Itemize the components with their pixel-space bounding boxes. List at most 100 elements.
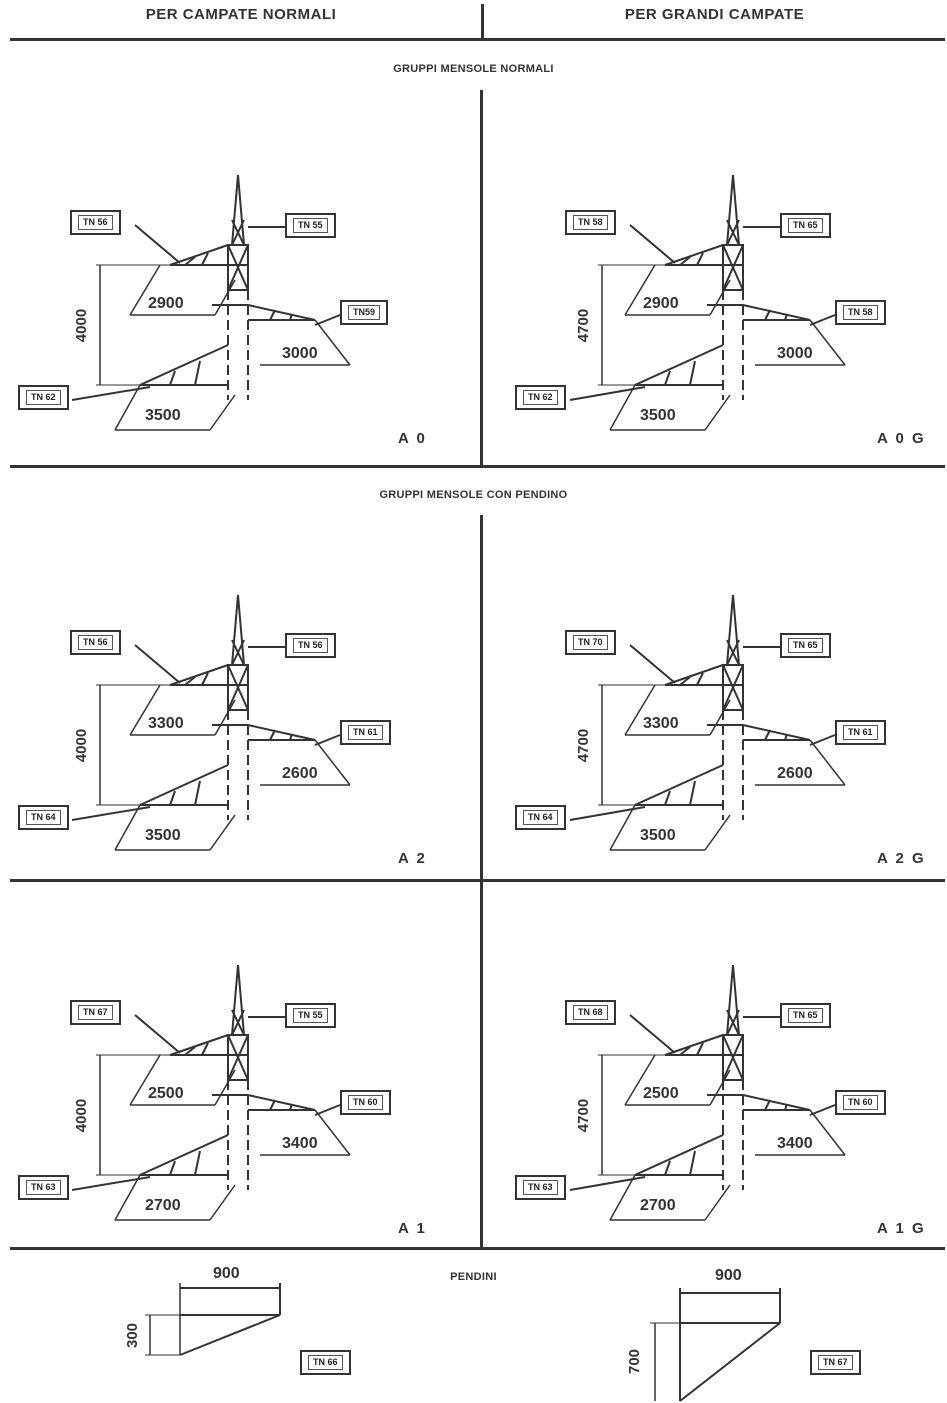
tag-mid-right: TN 60: [835, 1090, 886, 1115]
tag-lower-left: TN 64: [515, 805, 566, 830]
dim-mid-arm: 3400: [282, 1135, 318, 1152]
tag-upper-right: TN 56: [285, 633, 336, 658]
tag-upper-right: TN 55: [285, 213, 336, 238]
dim-upper-arm: 2900: [148, 295, 184, 312]
dim-mid-arm: 2600: [777, 765, 813, 782]
pendino-right-tag: TN 67: [810, 1350, 861, 1375]
pendino-left-drawing: [145, 1283, 281, 1356]
tower-drawing: [71, 594, 351, 851]
tag-upper-right-label: TN 56: [293, 638, 328, 653]
tag-mid-right-label: TN59: [348, 305, 381, 320]
tag-upper-right: TN 65: [780, 213, 831, 238]
tag-lower-left: TN 62: [18, 385, 69, 410]
tag-upper-left: TN 56: [70, 210, 121, 235]
tag-lower-left: TN 63: [515, 1175, 566, 1200]
group-code: A 2: [398, 850, 427, 867]
dim-height: 4000: [73, 308, 91, 343]
pendino-right-height: 700: [626, 1348, 644, 1375]
tag-upper-left: TN 70: [565, 630, 616, 655]
tower-panel: TN 68 TN 65 TN 60 TN 63 4700 2500 3400 2…: [480, 885, 947, 1250]
tag-lower-left: TN 63: [18, 1175, 69, 1200]
section-pendini-title: PENDINI: [450, 1271, 497, 1283]
tag-upper-right-label: TN 65: [788, 218, 823, 233]
dim-height: 4000: [73, 728, 91, 763]
tag-lower-left: TN 64: [18, 805, 69, 830]
dim-lower-arm: 2700: [145, 1197, 181, 1214]
tag-upper-right-label: TN 55: [293, 1008, 328, 1023]
tag-upper-right: TN 55: [285, 1003, 336, 1028]
header-right: PER GRANDI CAMPATE: [624, 6, 805, 23]
tower-drawing: [71, 174, 351, 431]
group-code: A 1 G: [877, 1220, 926, 1237]
dim-upper-arm: 2500: [148, 1085, 184, 1102]
tag-mid-right-label: TN 58: [843, 305, 878, 320]
tag-upper-right-label: TN 65: [788, 1008, 823, 1023]
tag-mid-right: TN 58: [835, 300, 886, 325]
dim-mid-arm: 3400: [777, 1135, 813, 1152]
header-divider: [481, 4, 484, 40]
pendino-right-width: 900: [715, 1267, 742, 1284]
tower-panel: TN 70 TN 65 TN 61 TN 64 4700 3300 2600 3…: [480, 515, 947, 880]
tag-mid-right-label: TN 60: [843, 1095, 878, 1110]
tag-mid-right: TN 61: [835, 720, 886, 745]
header-left: PER CAMPATE NORMALI: [145, 6, 337, 23]
tag-lower-left-label: TN 64: [26, 810, 61, 825]
tag-lower-left-label: TN 63: [523, 1180, 558, 1195]
dim-lower-arm: 3500: [640, 407, 676, 424]
pendino-left-tag-label: TN 66: [308, 1355, 343, 1370]
tag-lower-left-label: TN 63: [26, 1180, 61, 1195]
tag-upper-left-label: TN 70: [573, 635, 608, 650]
dim-height: 4000: [73, 1098, 91, 1133]
dim-upper-arm: 2900: [643, 295, 679, 312]
tag-upper-left-label: TN 68: [573, 1005, 608, 1020]
group-code: A 2 G: [877, 850, 926, 867]
tower-drawing: [569, 594, 846, 851]
rule-row2: [10, 879, 945, 882]
tag-lower-left-label: TN 62: [26, 390, 61, 405]
tower-panel: TN 67 TN 55 TN 60 TN 63 4000 2500 3400 2…: [0, 885, 478, 1250]
dim-mid-arm: 2600: [282, 765, 318, 782]
tag-upper-left: TN 58: [565, 210, 616, 235]
section-pendino-title: GRUPPI MENSOLE CON PENDINO: [379, 489, 568, 501]
tower-drawing: [71, 964, 351, 1221]
tag-upper-left: TN 68: [565, 1000, 616, 1025]
dim-height: 4700: [575, 1098, 593, 1133]
tag-mid-right-label: TN 60: [348, 1095, 383, 1110]
top-rule: [10, 38, 945, 41]
tag-upper-left: TN 67: [70, 1000, 121, 1025]
dim-height: 4700: [575, 728, 593, 763]
tower-drawing: [569, 174, 846, 431]
tag-upper-left-label: TN 58: [573, 215, 608, 230]
tag-mid-right-label: TN 61: [843, 725, 878, 740]
tag-upper-right: TN 65: [780, 1003, 831, 1028]
tower-panel: TN 58 TN 65 TN 58 TN 62 4700 2900 3000 3…: [480, 95, 947, 460]
tag-mid-right: TN 61: [340, 720, 391, 745]
tag-upper-left: TN 56: [70, 630, 121, 655]
pendino-right-drawing: [650, 1288, 781, 1402]
section-normal-title: GRUPPI MENSOLE NORMALI: [393, 63, 554, 75]
pendino-left-height: 300: [124, 1322, 142, 1349]
tower-panel: TN 56 TN 56 TN 61 TN 64 4000 3300 2600 3…: [0, 515, 478, 880]
dim-mid-arm: 3000: [777, 345, 813, 362]
tag-upper-left-label: TN 56: [78, 215, 113, 230]
tag-mid-right-label: TN 61: [348, 725, 383, 740]
rule-row1: [10, 465, 945, 468]
tag-lower-left-label: TN 62: [523, 390, 558, 405]
tag-upper-left-label: TN 56: [78, 635, 113, 650]
dim-mid-arm: 3000: [282, 345, 318, 362]
rule-row3: [10, 1247, 945, 1250]
dim-lower-arm: 2700: [640, 1197, 676, 1214]
group-code: A 1: [398, 1220, 427, 1237]
tower-panel: TN 56 TN 55 TN59 TN 62 4000 2900 3000 35…: [0, 95, 478, 460]
tag-lower-left-label: TN 64: [523, 810, 558, 825]
pendino-right-tag-label: TN 67: [818, 1355, 853, 1370]
group-code: A 0 G: [877, 430, 926, 447]
dim-lower-arm: 3500: [145, 407, 181, 424]
pendino-left-width: 900: [213, 1265, 240, 1282]
pendino-left: 900 300 TN 66: [0, 1255, 473, 1403]
group-code: A 0: [398, 430, 427, 447]
dim-upper-arm: 2500: [643, 1085, 679, 1102]
tag-upper-left-label: TN 67: [78, 1005, 113, 1020]
tag-upper-right-label: TN 65: [788, 638, 823, 653]
divider-row2: [480, 515, 483, 1250]
